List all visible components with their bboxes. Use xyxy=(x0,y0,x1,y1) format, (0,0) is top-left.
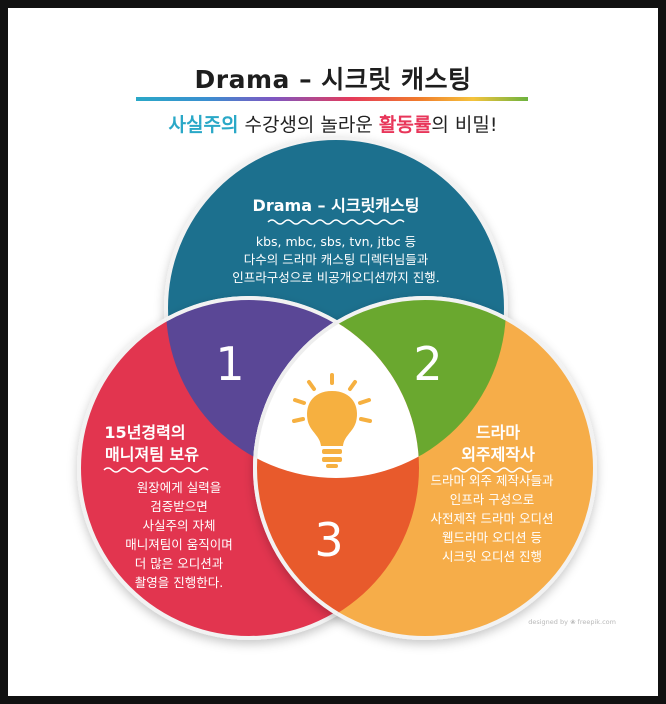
top-wave-divider xyxy=(267,219,405,225)
left-line-6: 촬영을 진행한다. xyxy=(135,575,223,590)
infographic-canvas: Drama – 시크릿 캐스팅 사실주의 수강생의 놀라운 활동률의 비밀! xyxy=(8,8,658,696)
right-heading-2: 외주제작사 xyxy=(461,445,535,464)
left-line-3: 사실주의 자체 xyxy=(143,518,216,533)
freepik-credit: designed by ❀ freepik.com xyxy=(528,618,616,626)
top-line-2: 다수의 드라마 캐스팅 디렉터님들과 xyxy=(244,252,429,267)
subtitle-highlight-activity: 활동률 xyxy=(378,114,432,136)
overlap-number-2: 2 xyxy=(413,337,442,391)
right-line-1: 드라마 외주 제작사들과 xyxy=(431,473,554,488)
overlap-number-3: 3 xyxy=(314,513,343,567)
lightbulb-icon xyxy=(292,373,372,468)
right-line-3: 사전제작 드라마 오디션 xyxy=(431,511,554,526)
left-line-4: 매니져팀이 움직이며 xyxy=(125,537,232,552)
left-heading-1: 15년경력의 xyxy=(104,423,185,442)
subtitle-text-secret: 의 비밀! xyxy=(431,114,498,136)
left-heading-2: 매니져팀 보유 xyxy=(105,445,199,464)
venn-diagram: 1 2 3 Drama – 시크릿캐스팅 kbs, mbc, sbs, tvn,… xyxy=(77,136,616,640)
top-line-3: 인프라구성으로 비공개오디션까지 진행. xyxy=(232,270,439,285)
overlap-number-1: 1 xyxy=(215,337,244,391)
left-line-5: 더 많은 오디션과 xyxy=(135,556,224,571)
top-heading: Drama – 시크릿캐스팅 xyxy=(253,196,420,215)
page-subtitle: 사실주의 수강생의 놀라운 활동률의 비밀! xyxy=(8,110,658,137)
right-wave-divider xyxy=(451,467,533,473)
page-title: Drama – 시크릿 캐스팅 xyxy=(194,65,472,94)
right-line-2: 인프라 구성으로 xyxy=(450,492,534,507)
left-wave-divider xyxy=(103,467,209,473)
right-line-5: 시크릿 오디션 진행 xyxy=(442,549,542,564)
left-line-2: 검증받으면 xyxy=(150,499,208,514)
subtitle-text-students: 수강생의 놀라운 xyxy=(238,114,379,136)
right-heading-1: 드라마 xyxy=(476,423,520,442)
top-line-1: kbs, mbc, sbs, tvn, jtbc 등 xyxy=(256,234,416,249)
rainbow-divider xyxy=(136,97,528,101)
left-line-1: 원장에게 실력을 xyxy=(137,480,221,495)
subtitle-highlight-realism: 사실주의 xyxy=(168,114,239,136)
right-line-4: 웹드라마 오디션 등 xyxy=(442,530,542,545)
